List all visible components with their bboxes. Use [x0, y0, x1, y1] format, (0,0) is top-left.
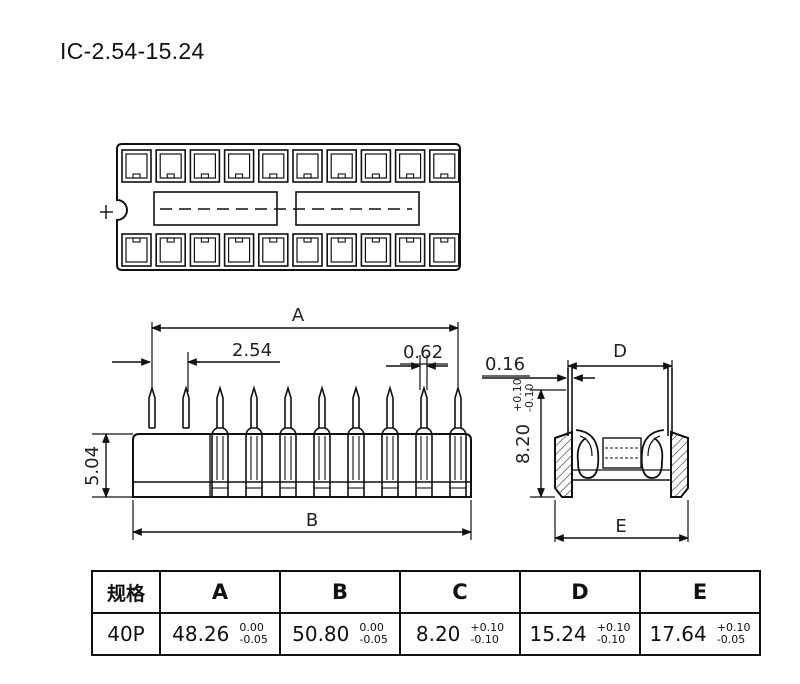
- socket-cell: [155, 149, 186, 183]
- dim-b-label: B: [306, 510, 318, 531]
- pin: [347, 385, 365, 497]
- dim-c-tol-plus: +0.10: [511, 378, 524, 412]
- drawing-title: IC-2.54-15.24: [60, 38, 205, 64]
- side-view: [92, 322, 472, 540]
- header-b: B: [279, 570, 401, 614]
- cell-e-value: 17.64: [649, 622, 707, 646]
- cell-c-tol-minus: -0.10: [470, 633, 499, 646]
- header-c: C: [399, 570, 521, 614]
- cell-a: 48.26 0.00-0.05: [159, 612, 281, 656]
- socket-cell: [223, 233, 255, 267]
- socket-cell: [292, 149, 323, 183]
- cell-c-value: 8.20: [415, 622, 461, 646]
- cell-c-tol-plus: +0.10: [470, 621, 505, 634]
- socket-cell-row: [121, 149, 460, 267]
- cell-a-tol-minus: -0.05: [239, 633, 268, 646]
- socket-cell: [189, 149, 221, 183]
- pin: [381, 385, 399, 497]
- socket-cell: [394, 233, 426, 267]
- pin: [449, 385, 467, 497]
- pin: [415, 385, 433, 497]
- dim-c-value: 8.20: [513, 424, 534, 464]
- pin: [245, 385, 263, 497]
- socket-cell: [326, 233, 358, 267]
- pin: [148, 385, 156, 429]
- cell-d: 15.24 +0.10-0.10: [519, 612, 641, 656]
- dim-d-label: D: [613, 341, 627, 362]
- socket-cell: [326, 149, 358, 183]
- socket-cell: [428, 149, 460, 183]
- cell-a-tol-plus: 0.00: [239, 621, 264, 634]
- dim-e-label: E: [615, 516, 626, 537]
- dim-a-label: A: [292, 305, 305, 326]
- header-spec: 规格: [91, 570, 161, 614]
- dim-thickness-label: 0.16: [485, 354, 525, 375]
- cell-a-value: 48.26: [172, 622, 230, 646]
- socket-cell: [223, 149, 255, 183]
- pin-row: [148, 385, 467, 497]
- end-view: [482, 360, 689, 542]
- pin: [182, 385, 190, 429]
- header-d: D: [519, 570, 641, 614]
- cell-e-tol-plus: +0.10: [716, 621, 751, 634]
- socket-cell: [121, 233, 152, 267]
- cell-b-value: 50.80: [292, 622, 350, 646]
- socket-cell: [394, 149, 426, 183]
- cell-b-tol-minus: -0.05: [359, 633, 388, 646]
- socket-cell: [121, 149, 152, 183]
- cell-b-tol-plus: 0.00: [359, 621, 384, 634]
- dim-c-label-group: 8.20 +0.10 -0.10: [511, 378, 536, 464]
- socket-cell: [257, 233, 289, 267]
- pin: [313, 385, 331, 497]
- socket-cell: [155, 233, 186, 267]
- cell-spec: 40P: [91, 612, 161, 656]
- cell-d-value: 15.24: [529, 622, 587, 646]
- socket-cell: [428, 233, 460, 267]
- spec-table-header: 规格 A B C D E: [91, 570, 761, 614]
- dim-pin-width-label: 0.62: [403, 342, 443, 363]
- header-a: A: [159, 570, 281, 614]
- top-view: [100, 143, 461, 271]
- socket-cell: [292, 233, 323, 267]
- socket-cell: [360, 233, 392, 267]
- cell-b: 50.80 0.00-0.05: [279, 612, 401, 656]
- dim-height-label: 5.04: [82, 446, 103, 486]
- pin: [279, 385, 297, 497]
- cell-e-tol-minus: -0.05: [716, 633, 746, 646]
- pin: [211, 385, 229, 497]
- socket-cell: [257, 149, 289, 183]
- cell-c: 8.20 +0.10-0.10: [399, 612, 521, 656]
- cell-d-tol-plus: +0.10: [596, 621, 631, 634]
- cell-d-tol-minus: -0.10: [596, 633, 626, 646]
- dim-c-tol-minus: -0.10: [523, 384, 536, 412]
- dim-pitch-label: 2.54: [232, 340, 272, 361]
- header-e: E: [639, 570, 761, 614]
- cell-e: 17.64 +0.10-0.05: [639, 612, 761, 656]
- socket-cell: [189, 233, 221, 267]
- socket-cell: [360, 149, 392, 183]
